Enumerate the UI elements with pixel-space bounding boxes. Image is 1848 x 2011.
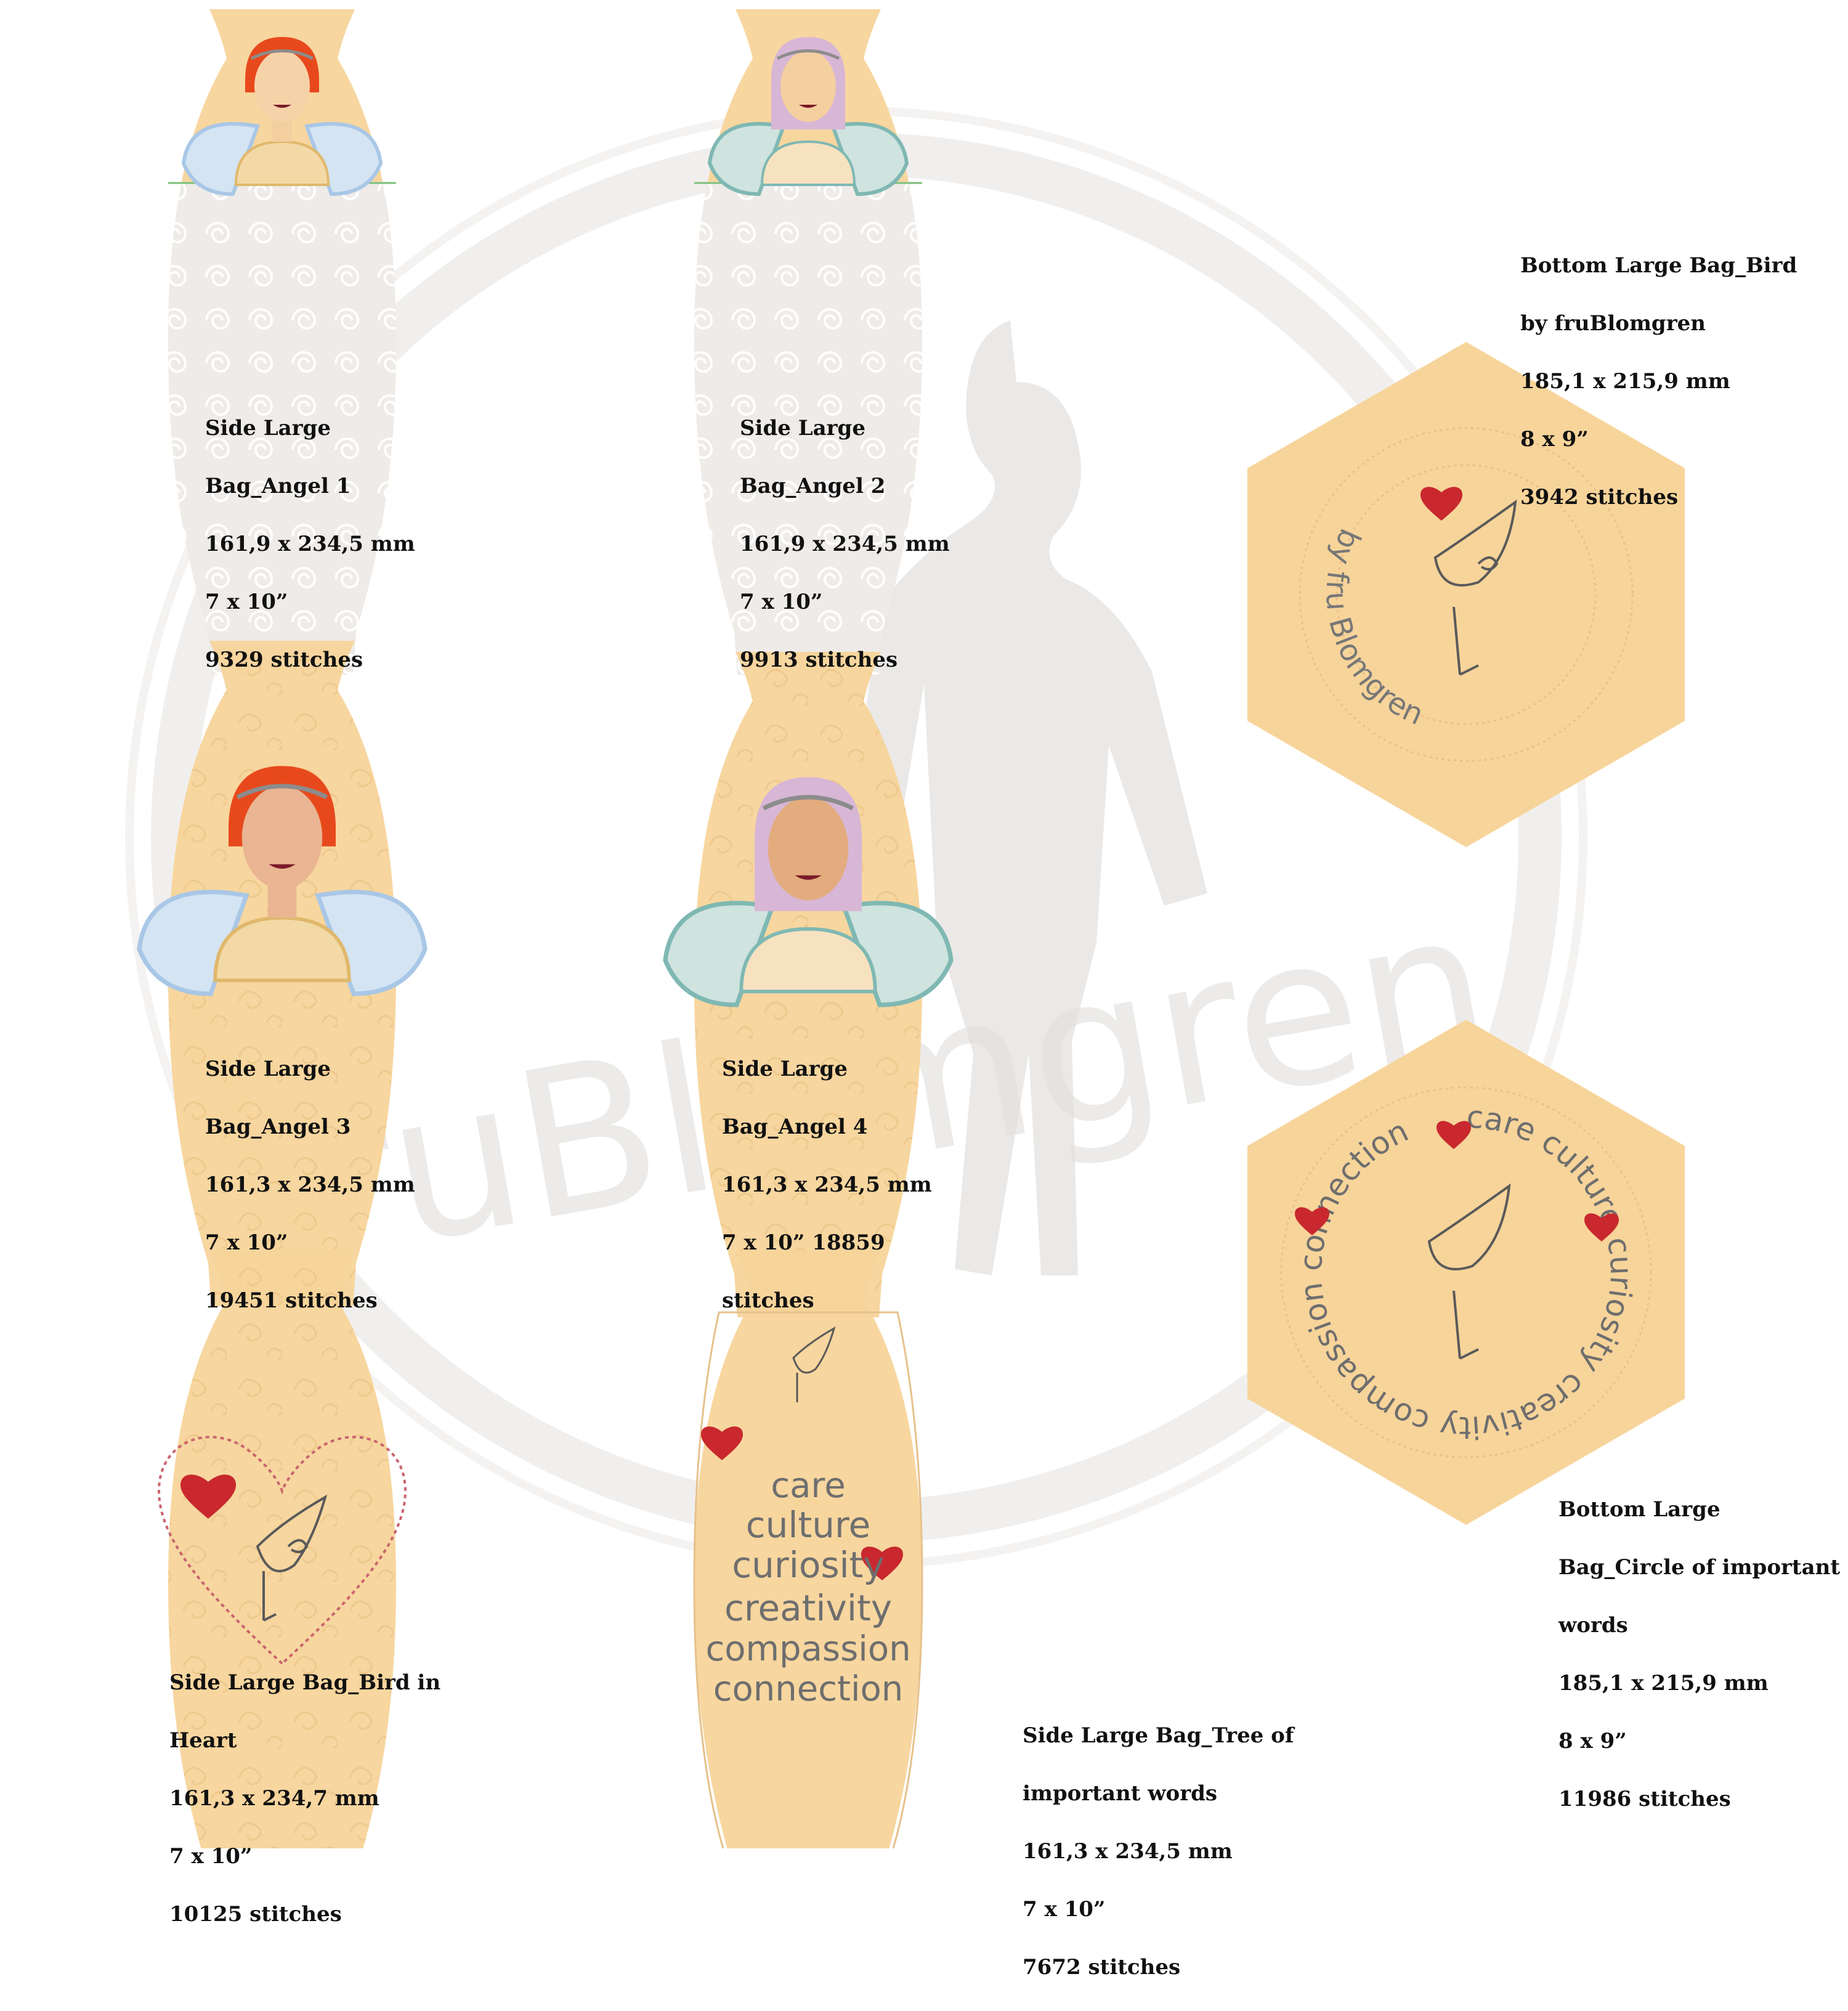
bird-icon xyxy=(1427,1183,1511,1360)
heart-icon xyxy=(1295,1207,1329,1235)
label-line: 185,1 x 215,9 mm xyxy=(1520,369,1730,394)
label-bottom-bird: Bottom Large Bag_Bird by fruBlomgren 185… xyxy=(1520,222,1797,541)
angel-illustration xyxy=(137,766,428,996)
label-bird-in-heart: Side Large Bag_Bird in Heart 161,3 x 234… xyxy=(169,1639,440,1958)
label-angel-3: Side Large Bag_Angel 3 161,3 x 234,5 mm … xyxy=(205,1026,415,1344)
label-line: 185,1 x 215,9 mm xyxy=(1558,1671,1769,1696)
label-line: 8 x 9” xyxy=(1520,427,1589,452)
label-line: 7 x 10” xyxy=(205,590,288,614)
label-line: 19451 stitches xyxy=(205,1288,378,1313)
label-angel-4: Side Large Bag_Angel 4 161,3 x 234,5 mm … xyxy=(722,1026,932,1344)
angel-illustration xyxy=(707,37,909,197)
label-line: 8 x 9” xyxy=(1558,1729,1627,1753)
angel-illustration xyxy=(663,777,954,1007)
label-line: 161,3 x 234,5 mm xyxy=(205,1172,415,1197)
label-angel-2: Side Large Bag_Angel 2 161,9 x 234,5 mm … xyxy=(740,385,950,704)
word-curiosity: curiosity xyxy=(732,1544,885,1586)
heart-outline-icon xyxy=(157,1436,407,1665)
label-line: 11986 stitches xyxy=(1558,1787,1731,1811)
word-care: care xyxy=(771,1466,845,1506)
label-line: 9329 stitches xyxy=(205,648,363,672)
label-line: by fruBlomgren xyxy=(1520,311,1706,336)
word-creativity: creativity xyxy=(724,1587,892,1629)
label-line: Side Large xyxy=(205,416,331,441)
word-compassion: compassion xyxy=(705,1629,910,1669)
label-line: Side Large xyxy=(722,1057,848,1081)
label-line: 161,9 x 234,5 mm xyxy=(740,532,950,556)
label-line: 7 x 10” xyxy=(205,1230,288,1255)
label-line: Bag_Angel 4 xyxy=(722,1115,868,1139)
label-line: 7 x 10” xyxy=(169,1844,253,1869)
label-line: important words xyxy=(1023,1781,1218,1806)
watermark-figure-icon xyxy=(844,320,1207,1275)
label-line: 7 x 10” xyxy=(1023,1897,1106,1922)
bag-bird-in-heart xyxy=(157,1251,407,1848)
label-line: 7672 stitches xyxy=(1023,1955,1181,1980)
small-heart-icon xyxy=(180,1474,236,1519)
hexagon-circle-of-words: care culture curiosity creativity compas… xyxy=(1247,1020,1685,1525)
label-line: stitches xyxy=(722,1288,814,1313)
bird-icon xyxy=(792,1326,836,1403)
label-line: Side Large Bag_Bird in xyxy=(169,1670,441,1695)
heart-icon xyxy=(1437,1121,1471,1149)
label-line: Side Large xyxy=(205,1057,331,1081)
label-line: Heart xyxy=(169,1728,237,1753)
bird-icon xyxy=(1433,499,1517,676)
bag-angel-1 xyxy=(168,9,396,675)
label-line: Side Large xyxy=(740,416,865,441)
hexagon-bottom-bird: by fru Blomgren xyxy=(1247,342,1685,847)
bird-icon xyxy=(256,1494,328,1622)
heart-icon xyxy=(1584,1213,1619,1241)
label-line: Bag_Angel 3 xyxy=(205,1115,351,1139)
label-line: 10125 stitches xyxy=(169,1902,342,1927)
label-line: 161,3 x 234,5 mm xyxy=(722,1172,932,1197)
label-angel-1: Side Large Bag_Angel 1 161,9 x 234,5 mm … xyxy=(205,385,415,704)
label-line: Side Large Bag_Tree of xyxy=(1023,1723,1294,1748)
label-line: 161,3 x 234,5 mm xyxy=(1023,1839,1233,1864)
label-tree-of-words: Side Large Bag_Tree of important words 1… xyxy=(1023,1692,1294,2011)
bag-tree-of-words: care culture curiosity creativity compas… xyxy=(693,1251,923,1848)
heart-icon xyxy=(701,1426,743,1460)
label-line: Bag_Circle of important xyxy=(1558,1555,1841,1580)
label-line: Bottom Large xyxy=(1558,1497,1720,1522)
label-bottom-circle: Bottom Large Bag_Circle of important wor… xyxy=(1558,1466,1840,1843)
label-line: Bottom Large Bag_Bird xyxy=(1520,253,1797,278)
label-line: 161,3 x 234,7 mm xyxy=(169,1786,379,1811)
heart-icon xyxy=(1420,487,1462,521)
label-line: Bag_Angel 1 xyxy=(205,474,351,498)
label-line: 3942 stitches xyxy=(1520,485,1679,510)
word-culture: culture xyxy=(746,1504,871,1546)
label-line: 9913 stitches xyxy=(740,648,898,672)
bag-angel-3 xyxy=(137,641,428,1306)
bag-angel-4 xyxy=(663,652,954,1317)
label-line: words xyxy=(1558,1613,1628,1638)
word-connection: connection xyxy=(713,1669,904,1709)
heart-icon xyxy=(861,1546,903,1580)
label-line: 7 x 10” 18859 xyxy=(722,1230,885,1255)
artboard: fruBlomgren xyxy=(125,9,1685,1848)
label-line: 7 x 10” xyxy=(740,590,823,614)
label-line: 161,9 x 234,5 mm xyxy=(205,532,415,556)
bag-angel-2 xyxy=(694,9,922,675)
angel-illustration xyxy=(181,37,383,197)
label-line: Bag_Angel 2 xyxy=(740,474,886,498)
